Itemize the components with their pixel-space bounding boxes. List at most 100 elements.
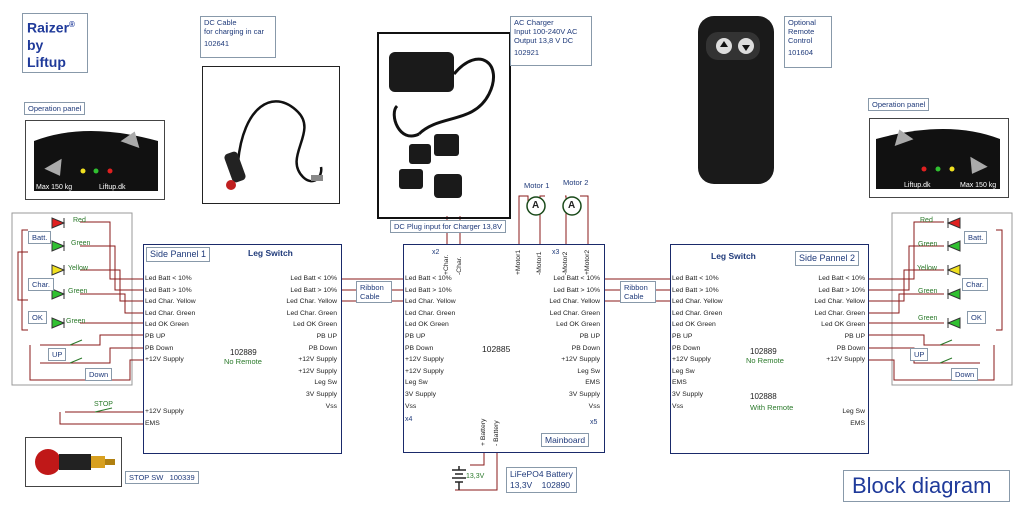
- pin-label: EMS: [850, 420, 865, 428]
- pin-label: +Motor1: [515, 250, 523, 275]
- right-up-switch-icon: [940, 340, 952, 345]
- pin-label: +12V Supply: [672, 356, 711, 364]
- remote-line3: Control: [788, 36, 828, 45]
- op-panel-right-image: Liftup.dk Max 150 kg: [869, 118, 1009, 198]
- right-up-label: UP: [910, 348, 928, 361]
- pin-label: 3V Supply: [405, 391, 436, 399]
- left-ok-label: OK: [28, 311, 47, 324]
- pin-label: Leg Sw: [314, 379, 337, 387]
- mainboard-x2: x2: [432, 248, 439, 257]
- left-led-red-icon: [52, 218, 64, 228]
- pin-label: EMS: [585, 379, 600, 387]
- dc-cable-label: DC Cable for charging in car 102641: [200, 16, 276, 58]
- left-down-label: Down: [85, 368, 112, 381]
- mainboard-label: Mainboard: [541, 433, 589, 447]
- right-led-yellow-label: Yellow: [917, 264, 937, 273]
- right-ok-label: OK: [967, 311, 986, 324]
- left-batt-label: Batt.: [28, 231, 51, 244]
- pin-label: Led Char. Green: [815, 310, 865, 318]
- pin-label: +12V Supply: [405, 356, 444, 364]
- pin-label: Led Batt < 10%: [672, 275, 719, 283]
- remote-label: Optional Remote Control 101604: [784, 16, 832, 68]
- right-panel-variant: No Remote: [746, 356, 784, 365]
- left-led-green3-label: Green: [66, 317, 85, 326]
- pin-label: Led Char. Yellow: [549, 298, 600, 306]
- left-down-switch-icon: [70, 358, 82, 363]
- ribbon-left-label: Ribbon Cable: [356, 281, 392, 303]
- right-down-label: Down: [951, 368, 978, 381]
- pin-label: PB UP: [405, 333, 425, 341]
- dc-cable-code: 102641: [204, 39, 272, 48]
- battery-symbol-icon: [452, 466, 466, 490]
- pin-label: PB Down: [572, 345, 600, 353]
- ammeter1-text: A: [532, 201, 539, 211]
- right-batt-label: Batt.: [964, 231, 987, 244]
- right-panel-code: 102889: [750, 347, 777, 356]
- right-panel-title: Side Pannel 2: [795, 251, 859, 266]
- pin-label: Leg Sw: [577, 368, 600, 376]
- right-led-yellow-icon: [948, 265, 960, 275]
- pin-label: Led Batt > 10%: [818, 287, 865, 295]
- ac-charger-label: AC Charger Input 100-240V AC Output 13,8…: [510, 16, 592, 66]
- pin-label: Led Batt > 10%: [405, 287, 452, 295]
- pin-label: Led Char. Yellow: [286, 298, 337, 306]
- pin-label: Led Batt < 10%: [290, 275, 337, 283]
- pin-label: +12V Supply: [298, 356, 337, 364]
- ribbon-left-line1: Ribbon: [360, 283, 388, 292]
- pin-label: Led Batt > 10%: [290, 287, 337, 295]
- pin-label: Led Char. Yellow: [672, 298, 723, 306]
- pin-label: Led Batt > 10%: [672, 287, 719, 295]
- battery-line2: 13,3V: [510, 480, 532, 490]
- motor1-label: Motor 1: [524, 181, 549, 190]
- ac-charger-image: [377, 32, 511, 219]
- pin-label: PB Down: [145, 345, 173, 353]
- pin-label: Led Char. Green: [405, 310, 455, 318]
- pin-label: +12V Supply: [826, 356, 865, 364]
- ac-charger-line1: AC Charger: [514, 18, 588, 27]
- remote-line2: Remote: [788, 27, 828, 36]
- left-panel-code: 102889: [230, 348, 257, 357]
- pin-label: Leg Sw: [672, 368, 695, 376]
- right-led-red-icon: [948, 218, 960, 228]
- pin-label: Led OK Green: [672, 321, 716, 329]
- left-up-label: UP: [48, 348, 66, 361]
- pin-label: Vss: [326, 403, 337, 411]
- left-panel-title: Side Pannel 1: [146, 247, 210, 262]
- pin-label: Led OK Green: [145, 321, 189, 329]
- ribbon-left-line2: Cable: [360, 292, 388, 301]
- pin-label: +12V Supply: [145, 408, 184, 416]
- ribbon-right-line1: Ribbon: [624, 283, 652, 292]
- pin-label: -Motor2: [562, 252, 570, 275]
- pin-label: +Char.: [443, 255, 451, 275]
- pin-label: PB UP: [672, 333, 692, 341]
- remote-image: [696, 14, 776, 186]
- brand-line2: by: [27, 37, 43, 53]
- dc-cable-line1: DC Cable: [204, 18, 272, 27]
- pin-label: 3V Supply: [306, 391, 337, 399]
- ac-charger-icon: [379, 34, 509, 217]
- pin-label: PB Down: [405, 345, 433, 353]
- pin-label: Led OK Green: [821, 321, 865, 329]
- op-panel-right-max: Max 150 kg: [960, 181, 996, 190]
- pin-label: Led Batt < 10%: [818, 275, 865, 283]
- pin-label: PB UP: [580, 333, 600, 341]
- pin-label: +12V Supply: [405, 368, 444, 376]
- right-down-switch-icon: [940, 358, 952, 363]
- pin-label: +12V Supply: [145, 356, 184, 364]
- pin-label: PB Down: [672, 345, 700, 353]
- pin-label: Led Batt < 10%: [553, 275, 600, 283]
- op-panel-left-max: Max 150 kg: [36, 183, 72, 192]
- diagram-title: Block diagram: [852, 473, 991, 499]
- pin-label: PB UP: [145, 333, 165, 341]
- remote-line1: Optional: [788, 18, 828, 27]
- dc-cable-image: [202, 66, 340, 204]
- pin-label: +12V Supply: [561, 356, 600, 364]
- pin-label: Leg Sw: [842, 408, 865, 416]
- pin-label: EMS: [672, 379, 687, 387]
- pin-label: Led OK Green: [405, 321, 449, 329]
- pin-label: EMS: [145, 420, 160, 428]
- pin-label: Led Char. Green: [145, 310, 195, 318]
- right-panel-subtitle: Leg Switch: [711, 252, 756, 261]
- mainboard-code: 102885: [482, 345, 510, 354]
- left-char-label: Char.: [28, 278, 54, 291]
